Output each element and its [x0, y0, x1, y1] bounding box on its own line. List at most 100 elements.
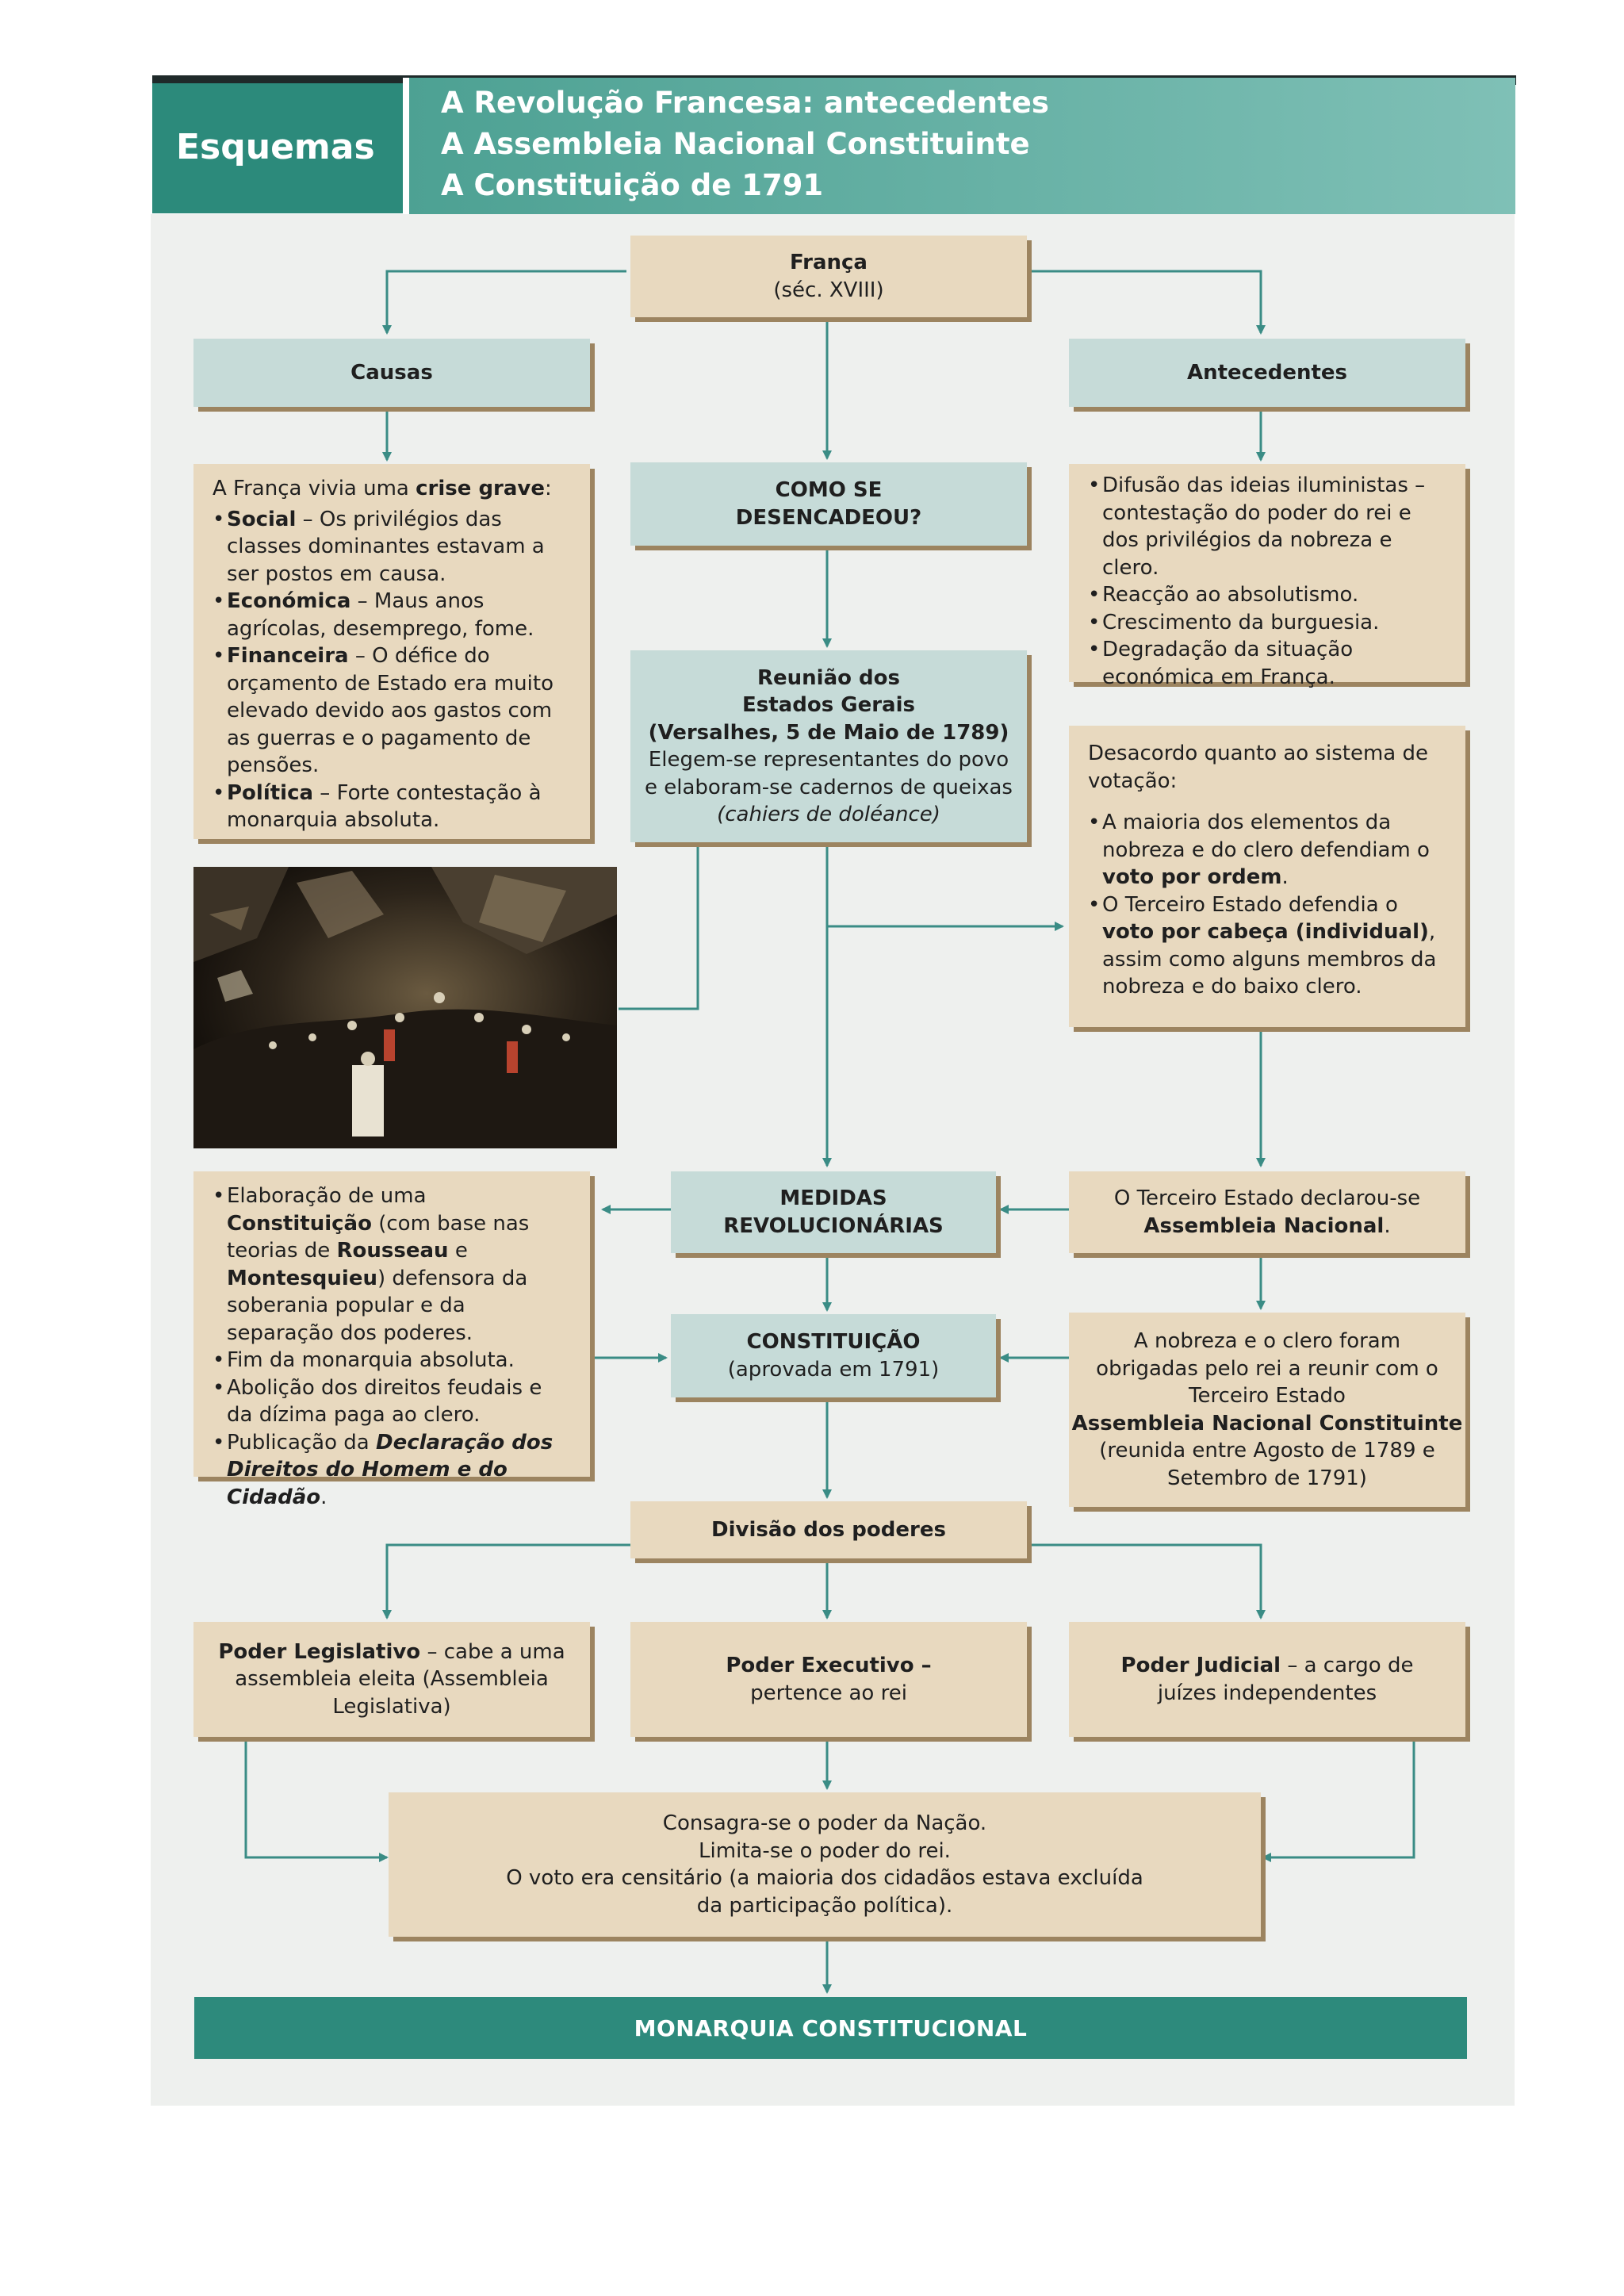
executivo-plain: pertence ao rei [750, 1681, 907, 1705]
elaboracao-text: e [448, 1239, 468, 1263]
antecedente-item: Degradação da situação económica em Fran… [1088, 636, 1446, 691]
monarquia-constitucional-label: MONARQUIA CONSTITUCIONAL [634, 2014, 1028, 2041]
nobreza-box: A nobreza e o clero foram obrigadas pelo… [1069, 1313, 1465, 1507]
legislativo-bold: Poder Legislativo [218, 1639, 421, 1664]
reuniao-line2: Estados Gerais [742, 693, 915, 717]
consagra-line4: da participação política). [696, 1893, 953, 1918]
header-title-1: A Revolução Francesa: antecedentes [441, 86, 1049, 120]
consagra-line3: O voto era censitário (a maioria dos cid… [506, 1866, 1143, 1890]
elaboracao-item: Fim da monarquia absoluta. [213, 1347, 571, 1374]
header-divider [403, 78, 409, 214]
judicial-box: Poder Judicial – a cargo de juízes indep… [1069, 1622, 1465, 1737]
elaboracao-bold: Montesquieu [227, 1266, 377, 1290]
elaboracao-item: Publicação da Declaração dos Direitos do… [213, 1429, 571, 1512]
desacordo-box: Desacordo quanto ao sistema de votação: … [1069, 726, 1465, 1027]
legislativo-plain: – cabe a uma assembleia eleita (Assemble… [235, 1639, 565, 1719]
reuniao-line4: Elegem-se representantes do povo [648, 748, 1009, 772]
terceiro-box: O Terceiro Estado declarou-se Assembleia… [1069, 1171, 1465, 1253]
medidas-line2: REVOLUCIONÁRIAS [723, 1213, 944, 1238]
causa-text: – O défice do orçamento de Estado era mu… [227, 644, 553, 777]
arrow-legislativo-consagra [244, 1737, 389, 1862]
header-title-3: A Constituição de 1791 [441, 168, 824, 202]
executivo-box: Poder Executivo – pertence ao rei [630, 1622, 1027, 1737]
antecedentes-header: Antecedentes [1069, 339, 1465, 407]
elaboracao-bold: Rousseau [336, 1239, 449, 1263]
desacordo-bold: voto por cabeça (individual) [1102, 920, 1429, 944]
causa-item: Económica – Maus anos agrícolas, desempr… [213, 588, 571, 642]
arrow-franca-antecedentes [1027, 270, 1266, 335]
reuniao-line6: (cahiers de doléance) [717, 803, 940, 826]
causa-item: Política – Forte contestação à monarquia… [213, 780, 571, 834]
divisao-box: Divisão dos poderes [630, 1501, 1027, 1558]
arrow-judicial-consagra [1262, 1737, 1415, 1862]
section-label-block: Esquemas [152, 83, 403, 213]
nobreza-line2: obrigadas pelo rei a reunir com o [1096, 1356, 1438, 1381]
line-to-painting [619, 842, 699, 1010]
nobreza-line4: Assembleia Nacional Constituinte [1071, 1411, 1463, 1435]
antecedentes-list: Difusão das ideias iluministas – contest… [1088, 472, 1446, 691]
elaboracao-list: Elaboração de uma Constituição (com base… [213, 1182, 571, 1511]
causa-label: Social [227, 507, 297, 531]
judicial-bold: Poder Judicial [1120, 1654, 1281, 1677]
causa-item: Financeira – O défice do orçamento de Es… [213, 642, 571, 780]
judicial-text: Poder Judicial – a cargo de juízes indep… [1093, 1652, 1442, 1707]
terceiro-line2: Assembleia Nacional. [1143, 1213, 1390, 1240]
antecedentes-title: Antecedentes [1186, 360, 1348, 385]
elaboracao-item: Abolição dos direitos feudais e da dízim… [213, 1374, 571, 1429]
reuniao-line3: (Versalhes, 5 de Maio de 1789) [648, 720, 1009, 745]
elaboracao-text: Elaboração de uma [227, 1184, 427, 1208]
desacordo-item: A maioria dos elementos da nobreza e do … [1088, 809, 1446, 891]
causas-box: A França vivia uma crise grave: Social –… [193, 464, 590, 839]
tennis-court-oath-painting [193, 867, 617, 1148]
causa-text: – Os privilégios das classes dominantes … [227, 507, 545, 586]
nobreza-line1: A nobreza e o clero foram [1133, 1329, 1401, 1353]
divisao-title: Divisão dos poderes [711, 1517, 946, 1542]
antecedente-item: Reacção ao absolutismo. [1088, 581, 1446, 609]
desacordo-end: , assim como alguns membros da nobreza e… [1102, 920, 1437, 999]
elaboracao-item: Elaboração de uma Constituição (com base… [213, 1182, 571, 1347]
monarquia-constitucional-bar: MONARQUIA CONSTITUCIONAL [194, 1997, 1467, 2059]
judicial-plain: – a cargo de juízes independentes [1157, 1654, 1414, 1705]
constituicao-box: CONSTITUIÇÃO (aprovada em 1791) [671, 1314, 996, 1397]
como-line1: COMO SE [775, 478, 883, 502]
consagra-line1: Consagra-se o poder da Nação. [662, 1811, 987, 1835]
elaboracao-bold: Constituição [227, 1211, 372, 1236]
reuniao-line1: Reunião dos [757, 665, 900, 690]
header-titles: A Revolução Francesa: antecedentes A Ass… [409, 78, 1515, 214]
desacordo-intro: Desacordo quanto ao sistema de votação: [1088, 742, 1428, 793]
constituicao-line1: CONSTITUIÇÃO [746, 1330, 921, 1354]
antecedente-item: Difusão das ideias iluministas – contest… [1088, 472, 1446, 581]
medidas-line1: MEDIDAS [779, 1186, 887, 1210]
antecedente-item: Crescimento da burguesia. [1088, 609, 1446, 637]
causa-label: Financeira [227, 644, 349, 668]
causas-header: Causas [193, 339, 590, 407]
consagra-line2: Limita-se o poder do rei. [699, 1838, 951, 1863]
elaboracao-text: Publicação da [227, 1430, 376, 1455]
reuniao-line5: e elaboram-se cadernos de queixas [645, 775, 1013, 799]
desacordo-item: O Terceiro Estado defendia o voto por ca… [1088, 891, 1446, 1001]
como-box: COMO SE DESENCADEOU? [630, 462, 1027, 546]
constituicao-line2: (aprovada em 1791) [727, 1357, 940, 1382]
nobreza-line5: (reunida entre Agosto de 1789 e [1099, 1439, 1435, 1462]
causas-title: Causas [350, 360, 433, 385]
franca-title: França [790, 251, 868, 274]
arrow-divisao-legislativo [382, 1543, 630, 1619]
causas-intro-text: A França vivia uma [213, 477, 416, 500]
legislativo-text: Poder Legislativo – cabe a uma assemblei… [217, 1639, 566, 1721]
reuniao-box: Reunião dos Estados Gerais (Versalhes, 5… [630, 650, 1027, 842]
medidas-box: MEDIDAS REVOLUCIONÁRIAS [671, 1171, 996, 1253]
legislativo-box: Poder Legislativo – cabe a uma assemblei… [193, 1622, 590, 1737]
causa-text: – Maus anos agrícolas, desemprego, fome. [227, 589, 534, 641]
desacordo-text: O Terceiro Estado defendia o [1102, 892, 1398, 917]
elaboracao-text: ) defensora da soberania popular e da se… [227, 1266, 528, 1345]
arrow-divisao-judicial [1027, 1543, 1266, 1619]
causa-label: Económica [227, 589, 351, 613]
elaboracao-text: (com base nas teorias de [227, 1211, 530, 1263]
terceiro-bold: Assembleia Nacional [1143, 1213, 1385, 1238]
consagra-box: Consagra-se o poder da Nação. Limita-se … [389, 1792, 1261, 1937]
elaboracao-bold-italic: Declaração dos Direitos do Homem e do Ci… [227, 1430, 553, 1509]
desacordo-list: A maioria dos elementos da nobreza e do … [1088, 809, 1446, 1001]
elaboracao-end: . [320, 1485, 327, 1509]
section-label: Esquemas [176, 127, 375, 167]
